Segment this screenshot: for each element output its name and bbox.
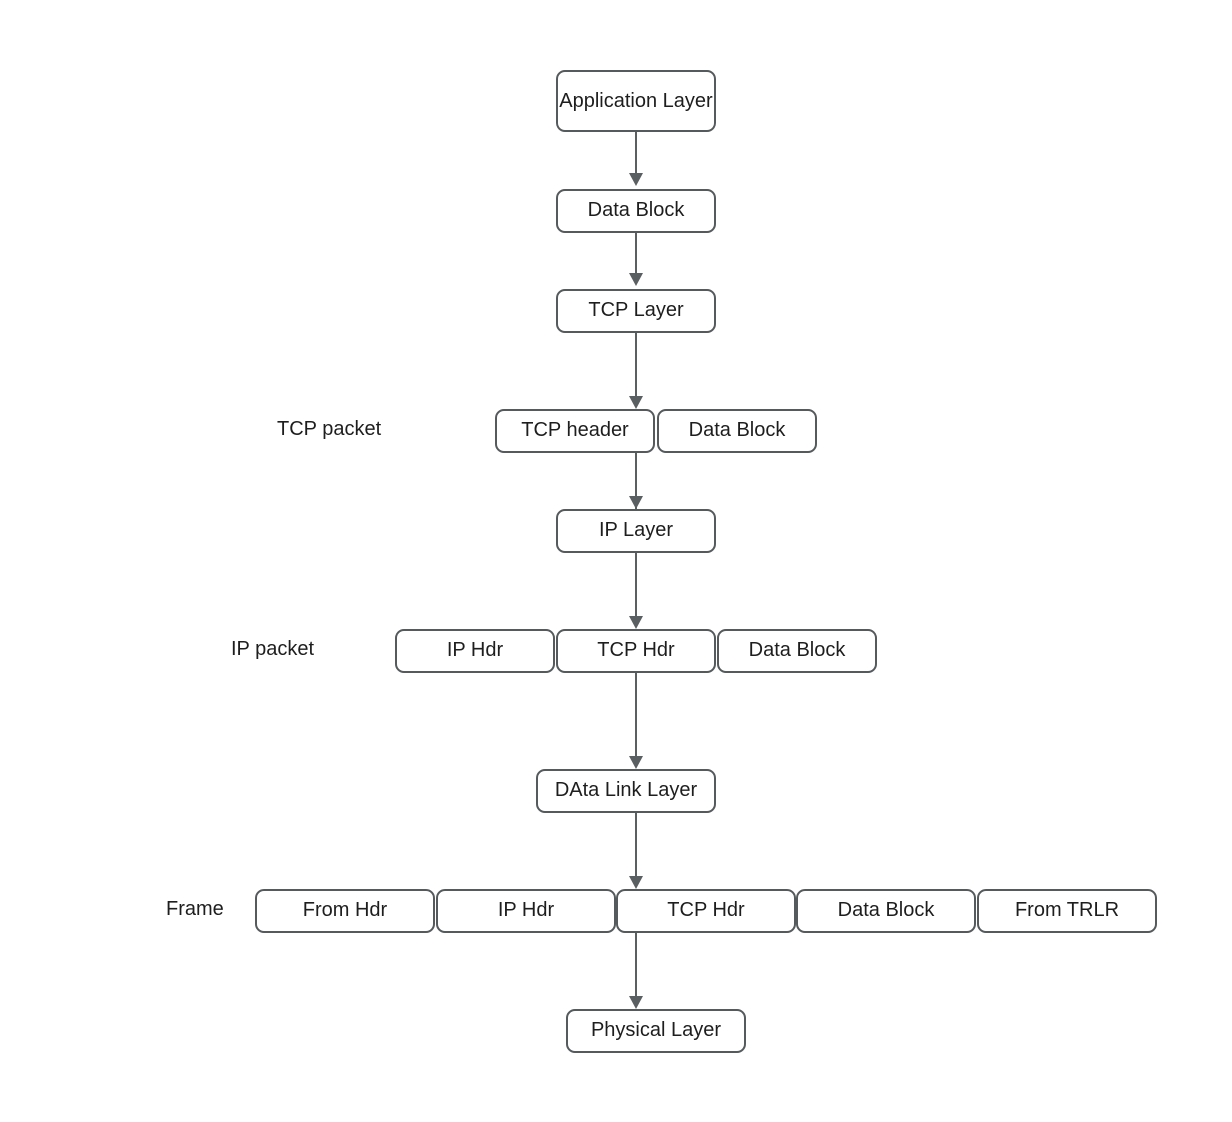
segment-ip-packet-tcp-hdr[interactable]: TCP Hdr <box>556 629 716 673</box>
segment-frame-data-block[interactable]: Data Block <box>796 889 976 933</box>
arrow-line-ippacket-to-datalink <box>635 673 637 765</box>
node-ip-layer[interactable]: IP Layer <box>556 509 716 553</box>
row-label-frame: Frame <box>166 898 224 920</box>
segment-frame-from-trlr[interactable]: From TRLR <box>977 889 1157 933</box>
node-tcp-layer[interactable]: TCP Layer <box>556 289 716 333</box>
node-data-block[interactable]: Data Block <box>556 189 716 233</box>
segment-ip-hdr[interactable]: IP Hdr <box>395 629 555 673</box>
arrow-line-datablock-to-tcp <box>635 233 637 276</box>
arrow-head-app-to-datablock <box>629 173 643 186</box>
arrow-head-tcplayer-to-tcppacket <box>629 396 643 409</box>
arrow-head-ippacket-to-datalink <box>629 756 643 769</box>
arrow-head-datalink-to-frame <box>629 876 643 889</box>
arrow-line-app-to-datablock <box>635 132 637 176</box>
segment-frame-from-hdr[interactable]: From Hdr <box>255 889 435 933</box>
segment-tcp-header[interactable]: TCP header <box>495 409 655 453</box>
segment-tcp-packet-data-block[interactable]: Data Block <box>657 409 817 453</box>
segment-frame-tcp-hdr[interactable]: TCP Hdr <box>616 889 796 933</box>
arrow-line-tcplayer-to-tcppacket <box>635 333 637 405</box>
arrow-head-datablock-to-tcp <box>629 273 643 286</box>
arrow-line-iplayer-to-ippacket <box>635 553 637 625</box>
arrow-head-tcppacket-to-iplayer <box>629 496 643 509</box>
row-label-ip-packet: IP packet <box>231 638 315 660</box>
node-application-layer[interactable]: Application Layer <box>556 70 716 132</box>
arrow-head-iplayer-to-ippacket <box>629 616 643 629</box>
node-data-link-layer[interactable]: DAta Link Layer <box>536 769 716 813</box>
segment-frame-ip-hdr[interactable]: IP Hdr <box>436 889 616 933</box>
node-physical-layer[interactable]: Physical Layer <box>566 1009 746 1053</box>
arrow-head-frame-to-physical <box>629 996 643 1009</box>
segment-ip-packet-data-block[interactable]: Data Block <box>717 629 877 673</box>
row-label-tcp-packet: TCP packet <box>277 418 382 440</box>
arrow-line-frame-to-physical <box>635 933 637 1005</box>
arrow-line-datalink-to-frame <box>635 813 637 885</box>
arrow-line-tcppacket-to-iplayer <box>635 453 637 515</box>
